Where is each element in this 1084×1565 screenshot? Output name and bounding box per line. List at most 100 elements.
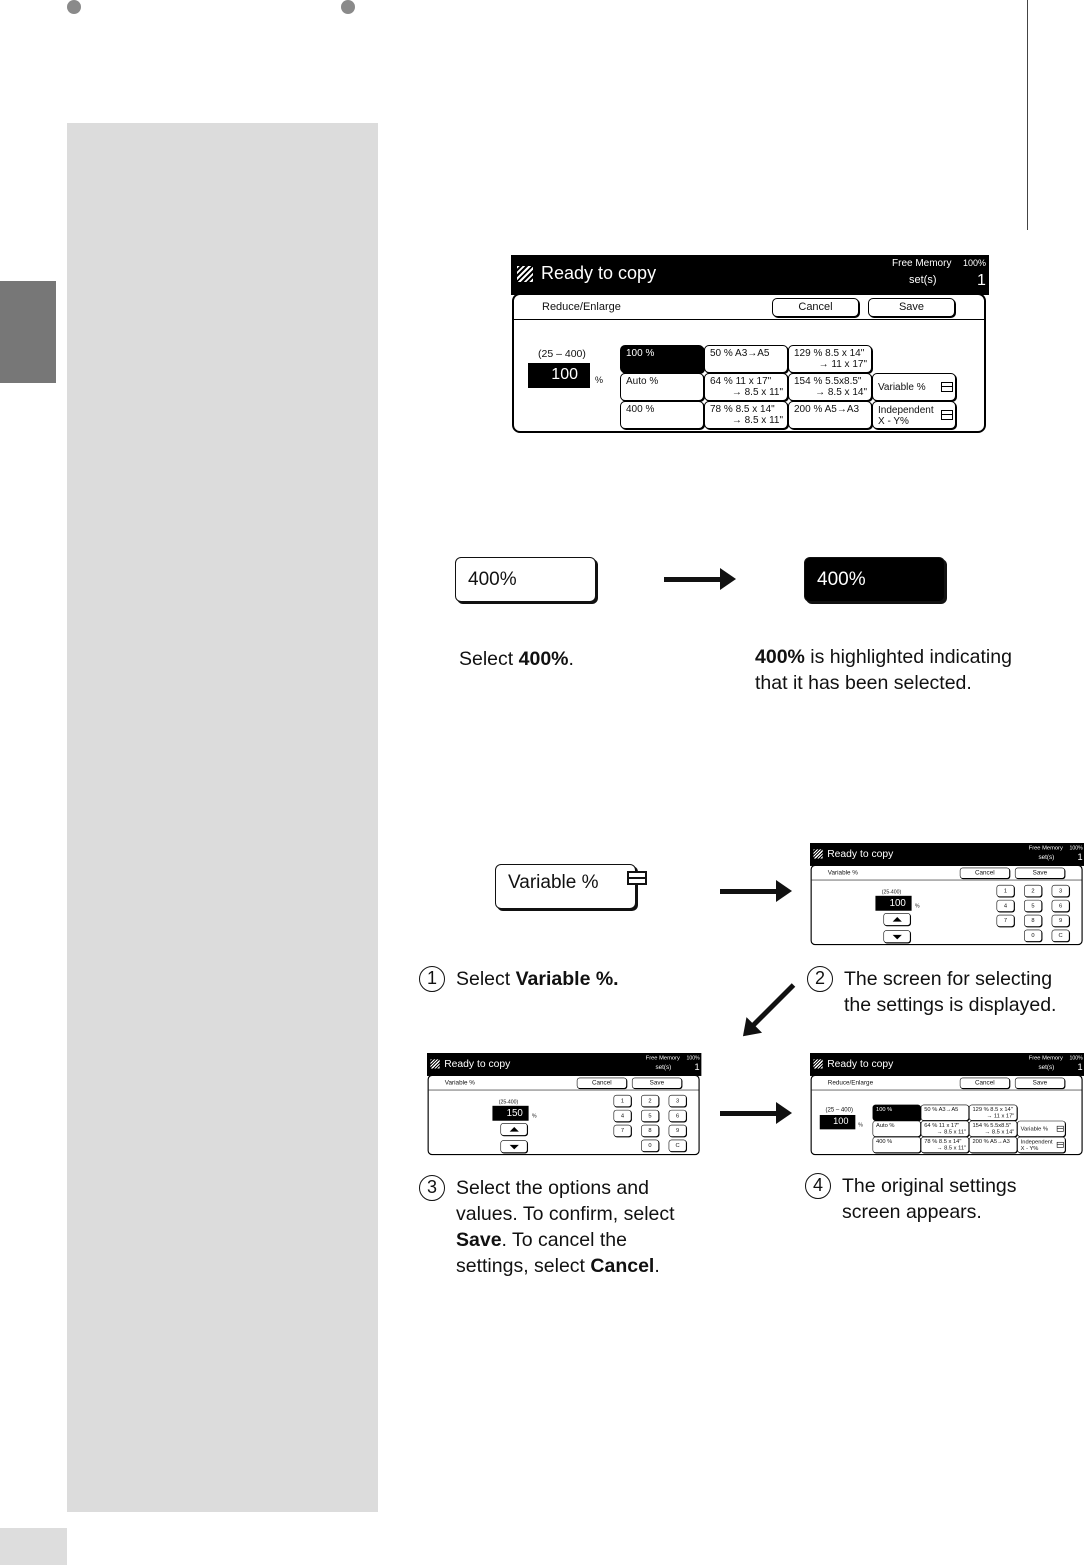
sets-count: 1: [1077, 1062, 1083, 1073]
preset-button[interactable]: Variable %: [1017, 1120, 1066, 1137]
preset-button[interactable]: 200 % A5→A3: [788, 401, 872, 429]
keypad-key-7[interactable]: 7: [613, 1124, 632, 1137]
triangle-up-icon: [892, 917, 902, 922]
keypad-key-4[interactable]: 4: [613, 1109, 632, 1122]
keypad-key-8[interactable]: 8: [1024, 914, 1042, 927]
save-button[interactable]: Save: [868, 298, 955, 317]
save-button[interactable]: Save: [631, 1077, 682, 1089]
free-memory-label: Free Memory: [1028, 844, 1063, 852]
chapter-tab: [0, 281, 56, 383]
preset-button[interactable]: 200 % A5→A3: [968, 1136, 1018, 1153]
percent-value-display: 100: [875, 895, 912, 911]
keypad-key-C[interactable]: C: [1051, 929, 1070, 942]
keypad-key-0[interactable]: 0: [1024, 929, 1042, 942]
range-label: (25-400): [881, 888, 902, 895]
free-memory-label: Free Memory: [645, 1054, 680, 1062]
keypad-key-5[interactable]: 5: [641, 1109, 659, 1122]
keypad-key-2[interactable]: 2: [641, 1094, 659, 1107]
keypad-key-0[interactable]: 0: [641, 1139, 659, 1152]
triangle-down-icon: [509, 1144, 519, 1150]
save-button[interactable]: Save: [1014, 1077, 1065, 1089]
increase-button[interactable]: [883, 913, 911, 926]
preset-sublabel: → 11 x 17": [986, 1112, 1015, 1120]
caption-bold: 400%: [518, 648, 569, 670]
keypad-key-6[interactable]: 6: [1051, 899, 1070, 912]
preset-button[interactable]: 129 % 8.5 x 14"→ 11 x 17": [788, 345, 872, 373]
free-memory-value: 100%: [1069, 844, 1083, 851]
keypad-key-6[interactable]: 6: [668, 1109, 687, 1122]
preset-button[interactable]: 154 % 5.5x8.5"→ 8.5 x 14": [968, 1120, 1018, 1137]
400-percent-button[interactable]: 400%: [455, 557, 596, 602]
preset-label: 64 % 11 x 17": [924, 1122, 960, 1129]
keypad-key-4[interactable]: 4: [996, 899, 1015, 912]
decrease-button[interactable]: [883, 930, 911, 943]
preset-label: 100 %: [876, 1106, 893, 1113]
preset-label: 400 %: [876, 1138, 893, 1145]
keypad-key-3[interactable]: 3: [668, 1094, 687, 1107]
cancel-button[interactable]: Cancel: [772, 298, 859, 317]
keypad-key-C[interactable]: C: [668, 1139, 687, 1152]
triangle-down-icon: [892, 934, 902, 940]
preset-button[interactable]: 129 % 8.5 x 14"→ 11 x 17": [968, 1104, 1018, 1121]
cancel-button[interactable]: Cancel: [959, 1077, 1010, 1089]
preset-sublabel: X - Y%: [878, 416, 909, 427]
step-text-segment: Cancel: [590, 1255, 655, 1277]
preset-button[interactable]: 64 % 11 x 17"→ 8.5 x 11": [920, 1120, 969, 1137]
preset-button[interactable]: 400 %: [872, 1136, 921, 1153]
percent-value-display: 150: [492, 1105, 529, 1121]
divider: [811, 1089, 1082, 1091]
keypad-key-1[interactable]: 1: [996, 884, 1015, 897]
percent-unit: %: [595, 375, 604, 385]
keypad-key-3[interactable]: 3: [1051, 884, 1070, 897]
preset-button[interactable]: 50 % A3→A5: [704, 345, 788, 373]
preset-button[interactable]: 100 %: [872, 1104, 921, 1121]
keypad-key-7[interactable]: 7: [996, 914, 1015, 927]
feature-label: Variable %: [827, 869, 858, 877]
preset-label: 78 % 8.5 x 14": [710, 404, 775, 415]
cancel-button[interactable]: Cancel: [576, 1077, 627, 1089]
step-text-segment: .: [654, 1255, 660, 1277]
keypad-key-5[interactable]: 5: [1024, 899, 1042, 912]
sets-count: 1: [1077, 852, 1083, 863]
keypad-key-9[interactable]: 9: [668, 1124, 687, 1137]
preset-button[interactable]: Auto %: [872, 1120, 921, 1137]
cancel-button[interactable]: Cancel: [959, 867, 1010, 879]
submenu-icon: [1056, 1141, 1064, 1148]
preset-button[interactable]: Auto %: [620, 373, 704, 401]
range-label: (25 – 400): [825, 1106, 853, 1114]
margin-line: [1027, 0, 1028, 230]
sets-count: 1: [694, 1062, 700, 1073]
feature-label: Reduce/Enlarge: [827, 1079, 874, 1087]
preset-button[interactable]: 78 % 8.5 x 14"→ 8.5 x 11": [920, 1136, 969, 1153]
keypad-key-1[interactable]: 1: [613, 1094, 632, 1107]
preset-button[interactable]: 154 % 5.5x8.5"→ 8.5 x 14": [788, 373, 872, 401]
keypad-key-9[interactable]: 9: [1051, 914, 1070, 927]
sets-label: set(s): [1038, 853, 1055, 861]
preset-button[interactable]: 64 % 11 x 17"→ 8.5 x 11": [704, 373, 788, 401]
preset-button[interactable]: 400 %: [620, 401, 704, 429]
increase-button[interactable]: [500, 1123, 528, 1136]
icon-bar: [942, 413, 952, 415]
margin-sidebar: [67, 123, 378, 1512]
preset-button[interactable]: 50 % A3→A5: [920, 1104, 969, 1121]
preset-label: 154 % 5.5x8.5": [972, 1122, 1012, 1129]
step-text-segment: Select: [456, 968, 516, 990]
400-percent-button-selected[interactable]: 400%: [804, 557, 945, 602]
preset-label: Variable %: [1020, 1125, 1048, 1133]
decrease-button[interactable]: [500, 1140, 528, 1153]
save-button[interactable]: Save: [1014, 867, 1065, 879]
preset-button[interactable]: 78 % 8.5 x 14"→ 8.5 x 11": [704, 401, 788, 429]
feature-label: Reduce/Enlarge: [542, 301, 621, 313]
keypad-key-2[interactable]: 2: [1024, 884, 1042, 897]
preset-button[interactable]: Variable %: [872, 373, 956, 401]
keypad-key-8[interactable]: 8: [641, 1124, 659, 1137]
preset-button[interactable]: 100 %: [620, 345, 704, 373]
screen-title: Ready to copy: [827, 1057, 894, 1070]
variable-percent-button[interactable]: Variable %: [495, 864, 647, 909]
percent-value-display: 100: [528, 363, 590, 388]
